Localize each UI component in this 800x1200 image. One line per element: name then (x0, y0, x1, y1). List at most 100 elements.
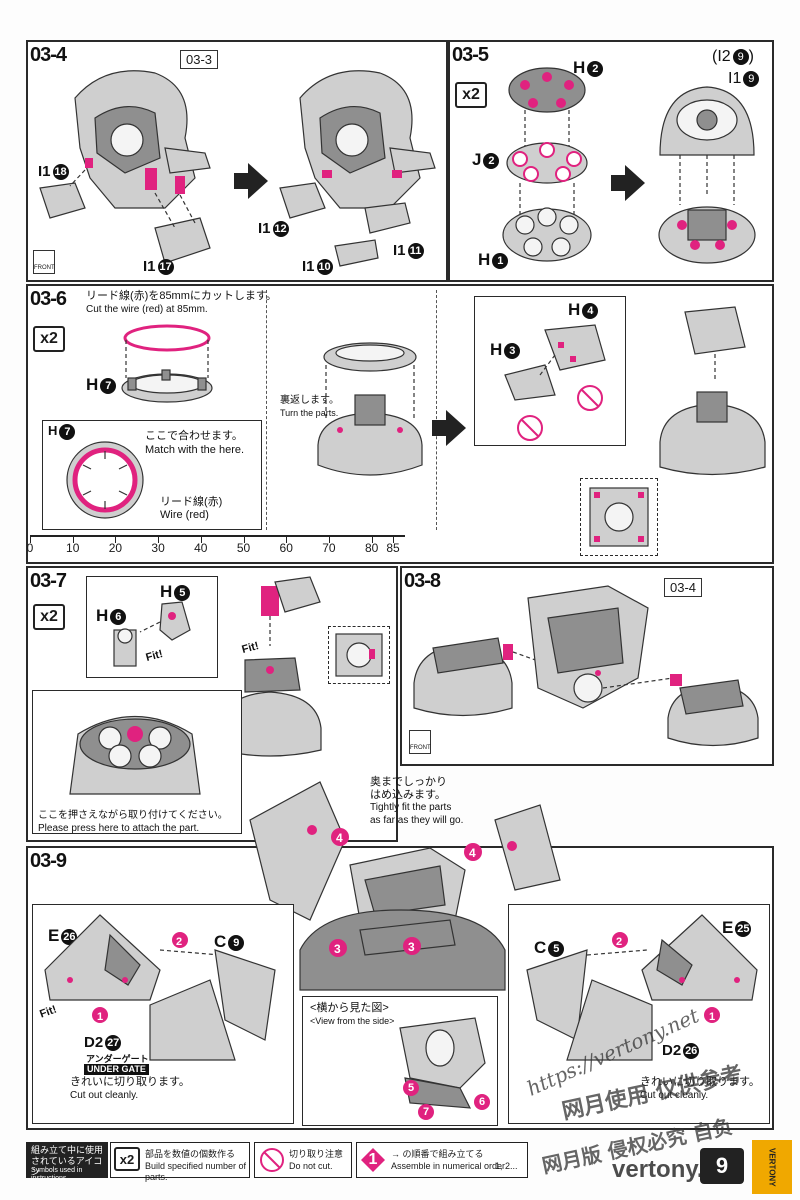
step-03-9-seq-7: 7 (418, 1104, 434, 1120)
ruler-tick-label: 0 (26, 541, 34, 555)
step-03-9-center-illustration: 4 4 3 3 (249, 781, 561, 991)
legend-cut-box: 切り取り注意 Do not cut. (254, 1142, 352, 1178)
sequence-number: 2 (616, 936, 622, 948)
step-03-9-tight-en-2: as far as they will go. (370, 815, 464, 826)
step-03-7-press-en: Please press here to attach the part. (38, 823, 200, 834)
step-03-9-left-undergate-jp: アンダーゲート (86, 1054, 149, 1064)
step-arrow-right (234, 163, 268, 199)
legend-title-jp-1: 組み立て中に使用 (31, 1145, 104, 1155)
step-03-6-inset-ring-illustration (66, 441, 144, 519)
step-arrow-right (611, 165, 645, 201)
step-03-6-subassembly-illustration (504, 324, 606, 441)
step-03-9-seq-5: 5 (403, 1080, 419, 1096)
ruler-tick (30, 535, 31, 543)
step-03-6-turn-en: Turn the parts. (280, 408, 339, 418)
sequence-number: 1 (97, 1011, 103, 1023)
legend-title-jp-2: されているアイコン (31, 1156, 103, 1177)
ruler-tick (115, 535, 117, 543)
step-03-6-tag: 03-6 (30, 288, 67, 310)
step-03-6-quantity-badge: x2 (33, 326, 65, 352)
step-03-6-subassembly-inset (474, 296, 626, 446)
step-03-7-connector-illustration (261, 576, 321, 646)
legend-quantity-badge: x2 (114, 1147, 140, 1171)
step-03-6-base-illustration (317, 342, 423, 476)
legend-cut-jp: 切り取り注意 (289, 1149, 344, 1159)
step-03-7-top-view-illustration (335, 633, 383, 677)
ruler-tick (328, 535, 330, 543)
step-03-4-left-illustration (39, 70, 211, 264)
ruler-tick-label: 60 (279, 541, 293, 555)
ruler-tick-label: 80 (364, 541, 379, 555)
step-03-9-right-cut-en: Cut out cleanly. (640, 1090, 709, 1101)
sequence-number: 4 (469, 846, 476, 860)
step-03-6-match-en: Match with the here. (145, 444, 245, 456)
step-03-5-tag: 03-5 (452, 44, 489, 66)
step-03-9-right-illustration: 2 1 (526, 914, 758, 1061)
ruler-tick (243, 535, 245, 543)
step-03-5-quantity-badge: x2 (455, 82, 487, 108)
step-03-9-side-view-en: <View from the side> (310, 1016, 395, 1026)
step-03-9-tight-en-1: Tightly fit the parts (370, 802, 452, 813)
step-03-7-subassembly-inset (86, 576, 218, 678)
step-03-6-wire-jp: リード線(赤) (160, 496, 223, 508)
legend-sequence-box: 1 → の順番で組み立てる Assemble in numerical orde… (356, 1142, 528, 1178)
ruler-tick-label: 40 (194, 541, 208, 555)
step-03-9-tag: 03-9 (30, 850, 67, 872)
step-03-6-turn-jp: 裏返します。 (280, 395, 339, 406)
sequence-number: 3 (334, 942, 341, 956)
legend-cut-en: Do not cut. (289, 1161, 333, 1171)
step-divider (436, 290, 437, 530)
legend-title-box: 組み立て中に使用 されているアイコン Symbols used in instr… (26, 1142, 108, 1182)
ruler-tick-label: 30 (151, 541, 165, 555)
sequence-number: 4 (336, 831, 343, 845)
legend-title-en: Symbols used in instructions (31, 1167, 83, 1183)
legend-quantity-jp: 部品を数値の個数作る (145, 1149, 236, 1159)
legend-quantity-box: x2 部品を数値の個数作る Build specified number of … (110, 1142, 250, 1182)
ruler-tick (200, 535, 202, 543)
ruler-tick-label: 70 (322, 541, 336, 555)
sequence-number: 1 (709, 1011, 715, 1023)
step-03-7-press-jp: ここを押さえながら取り付けてください。 (38, 810, 228, 821)
step-03-9-tight-jp-1: 奥までしっかり (370, 776, 447, 788)
legend-sequence-jp: → の順番で組み立てる (391, 1149, 484, 1159)
step-03-9-left-cut-jp: きれいに切り取ります。 (70, 1076, 190, 1088)
ruler-tick (286, 535, 288, 543)
step-03-6-top-view-illustration (589, 487, 649, 547)
front-icon: FRONT (409, 730, 431, 754)
step-03-6-wire-ring-illustration (121, 324, 213, 403)
step-03-9-side-view-illustration (399, 1017, 486, 1109)
legend-sequence-trail: 1, 2... (495, 1161, 518, 1171)
step-arrow-right (432, 410, 466, 446)
legend-sequence-badge: 1 (361, 1148, 385, 1172)
sequence-number: 2 (176, 936, 182, 948)
ruler-tick-label: 85 (386, 541, 400, 555)
ruler-tick-label: 50 (236, 541, 251, 555)
page-number: 9 (700, 1148, 744, 1184)
step-03-9-side-view-jp: <横から見た図> (310, 1002, 389, 1014)
step-03-9-tight-jp-2: はめ込みます。 (370, 789, 446, 801)
step-03-7-subassembly-illustration (113, 601, 191, 667)
step-03-6-wire-en: Wire (red) (160, 509, 209, 521)
step-03-9-left-cut-en: Cut out cleanly. (70, 1090, 139, 1101)
step-03-8-reference: 03-4 (664, 578, 703, 597)
step-03-6-match-jp: ここで合わせます。 (145, 430, 243, 442)
step-03-4-reference: 03-3 (180, 50, 219, 69)
step-03-8-illustration (413, 585, 759, 747)
